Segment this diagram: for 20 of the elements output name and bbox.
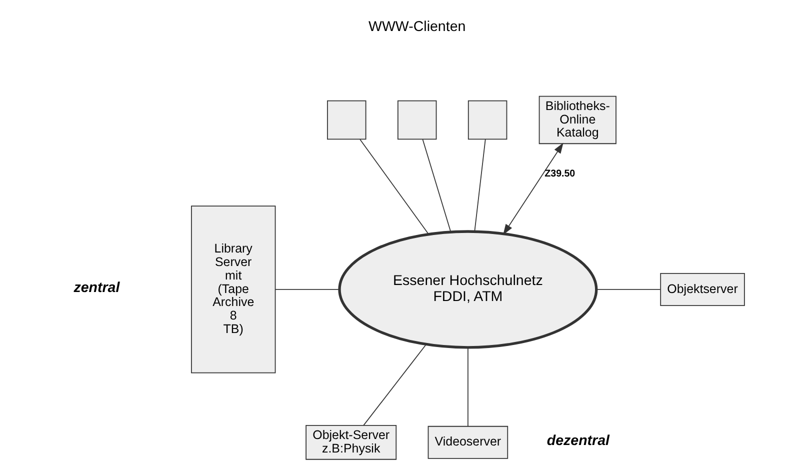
label: WWW-Clienten (368, 19, 466, 36)
connector (274, 289, 340, 290)
label: dezentral (546, 432, 610, 449)
node-box (397, 100, 437, 140)
node-box: Bibliotheks-Online Katalog (538, 96, 616, 144)
connector (474, 139, 486, 232)
node-box: Library Server mit (Tape Archive 8 TB) (191, 206, 276, 374)
label: zentral (74, 280, 120, 296)
connector (422, 139, 452, 232)
node-box (468, 100, 508, 140)
node-box: Videoserver (428, 426, 508, 459)
connector (363, 344, 427, 426)
node-ellipse: Essener Hochschulnetz FDDI, ATM (338, 230, 598, 349)
node-box (327, 100, 366, 140)
connector (360, 139, 429, 235)
node-box: Objekt-Server z.B:Physik (306, 425, 397, 460)
connector (596, 289, 661, 290)
arrow (503, 142, 564, 235)
node-box: Objektserver (660, 272, 745, 306)
edge-label: Z39.50 (544, 168, 576, 180)
